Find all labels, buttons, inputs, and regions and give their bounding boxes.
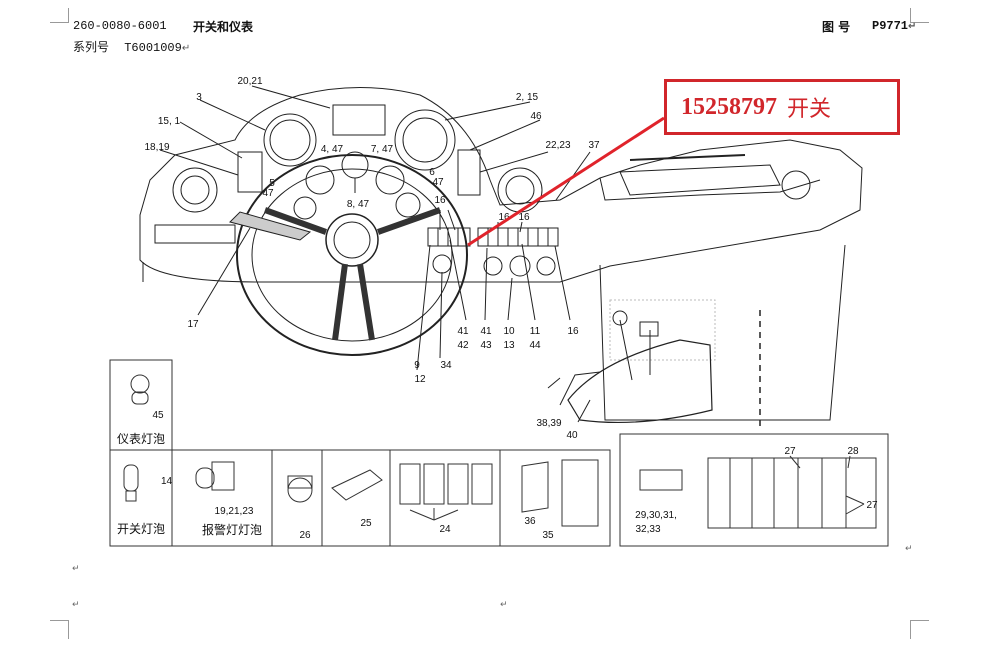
document-title: 开关和仪表 bbox=[193, 20, 254, 34]
part-label-27b: 27 bbox=[866, 500, 878, 511]
label-46: 46 bbox=[530, 111, 542, 122]
label-4-47: 4, 47 bbox=[321, 144, 344, 155]
label-3: 3 bbox=[196, 92, 202, 103]
crop-mark-bottom-left bbox=[50, 620, 69, 639]
label-9: 9 bbox=[414, 360, 420, 371]
part-label-35: 35 bbox=[542, 530, 554, 541]
crop-mark-bottom-right bbox=[910, 620, 929, 639]
caption-switch-bulb: 开关灯泡 bbox=[117, 522, 165, 536]
label-18-19: 18,19 bbox=[144, 142, 169, 153]
label-43: 43 bbox=[480, 340, 492, 351]
label-22-23: 22,23 bbox=[545, 140, 570, 151]
callout-pointer bbox=[467, 116, 665, 247]
label-13: 13 bbox=[503, 340, 515, 351]
caption-warning-bulb: 报警灯灯泡 bbox=[202, 522, 262, 537]
crop-mark-top-right bbox=[910, 8, 929, 23]
label-41: 41 bbox=[457, 326, 469, 337]
label-34: 34 bbox=[440, 360, 452, 371]
label-16b: 16 bbox=[498, 212, 510, 223]
callout-description: 开关 bbox=[787, 97, 832, 122]
label-15-1: 15, 1 bbox=[158, 116, 181, 127]
label-11: 11 bbox=[530, 326, 541, 337]
drawing-number-label: 图 号 bbox=[822, 20, 851, 34]
svg-text:↵: ↵ bbox=[500, 599, 508, 609]
part-label-29-30-31: 29,30,31, bbox=[635, 510, 677, 521]
label-8-47: 8, 47 bbox=[347, 199, 370, 210]
label-16a: 16 bbox=[434, 195, 446, 206]
part-number-callout: 15258797 开关 bbox=[664, 79, 900, 135]
label-17: 17 bbox=[187, 319, 199, 330]
part-label-25: 25 bbox=[360, 518, 372, 529]
svg-text:↵: ↵ bbox=[72, 563, 80, 573]
label-5: 5 bbox=[269, 178, 275, 189]
label-20-21: 20,21 bbox=[237, 76, 262, 87]
svg-text:↵: ↵ bbox=[905, 543, 913, 553]
part-label-14: 14 bbox=[161, 476, 173, 487]
part-label-26: 26 bbox=[299, 530, 311, 541]
part-label-24: 24 bbox=[439, 524, 451, 535]
label-2-15: 2, 15 bbox=[516, 92, 539, 103]
part-label-36: 36 bbox=[524, 516, 536, 527]
part-label-45: 45 bbox=[152, 410, 164, 421]
label-47b: 47 bbox=[432, 177, 444, 188]
drawing-number: P9771↵ bbox=[872, 19, 917, 33]
part-label-19-21-23: 19,21,23 bbox=[215, 506, 254, 517]
svg-text:↵: ↵ bbox=[72, 599, 80, 609]
label-47a: 47 bbox=[262, 188, 274, 199]
label-42: 42 bbox=[457, 340, 469, 351]
caption-instrument-bulb: 仪表灯泡 bbox=[117, 432, 165, 446]
label-6: 6 bbox=[429, 167, 435, 178]
series-number: 系列号 T6001009↵ bbox=[73, 40, 191, 55]
label-40: 40 bbox=[566, 430, 578, 441]
part-label-28: 28 bbox=[847, 446, 859, 457]
part-label-32-33: 32,33 bbox=[635, 524, 660, 535]
label-38-39: 38,39 bbox=[536, 418, 561, 429]
label-7-47: 7, 47 bbox=[371, 144, 394, 155]
part-label-27a: 27 bbox=[784, 446, 796, 457]
label-37: 37 bbox=[588, 140, 600, 151]
crop-mark-top-left bbox=[50, 8, 69, 23]
label-41b: 41 bbox=[480, 326, 492, 337]
label-44: 44 bbox=[529, 340, 541, 351]
part-number: 260-0080-6001 bbox=[73, 19, 167, 33]
label-10: 10 bbox=[503, 326, 515, 337]
label-12: 12 bbox=[414, 374, 426, 385]
label-16c: 16 bbox=[518, 212, 530, 223]
callout-part-number: 15258797 bbox=[681, 93, 777, 120]
label-16d: 16 bbox=[567, 326, 579, 337]
